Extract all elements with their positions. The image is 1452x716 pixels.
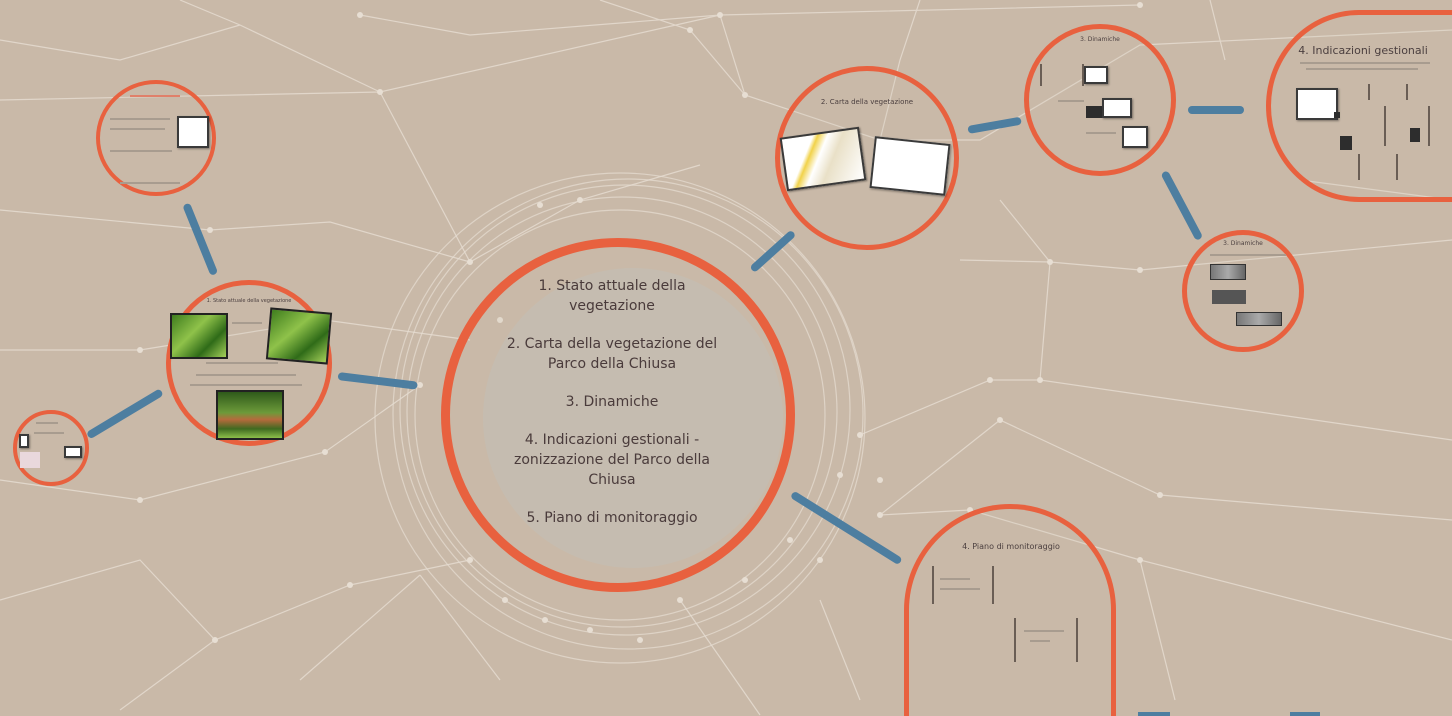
text-line <box>196 374 296 376</box>
bracket <box>1040 64 1084 86</box>
text-line <box>1306 68 1418 70</box>
frame-dinamiche-2-title: 3. Dinamiche <box>1223 240 1263 247</box>
small-card-2 <box>20 452 40 468</box>
bracket <box>1368 84 1408 100</box>
topic-3: 3. Dinamiche <box>565 394 659 410</box>
bracket <box>1014 618 1078 662</box>
frame-stato-attuale-title: 1. Stato attuale della vegetazione <box>206 298 292 304</box>
frame-monitoraggio-title: 4. Piano di monitoraggio <box>962 542 1060 551</box>
text-line <box>1086 132 1116 134</box>
text-line <box>110 128 165 130</box>
frame-top-left-image <box>177 116 209 148</box>
topic-2: 2. Carta della vegetazione del Parco del… <box>506 336 718 372</box>
text-line <box>120 182 180 184</box>
bracket <box>932 566 994 604</box>
dinamiche-2-thumb-1 <box>1210 264 1246 280</box>
dinamiche-2-thumb-2 <box>1212 290 1246 304</box>
dinamiche-2-thumb-3 <box>1236 312 1282 326</box>
text-line <box>1058 100 1084 102</box>
map-thumbnail-1 <box>779 126 867 192</box>
main-frame[interactable] <box>441 238 795 592</box>
small-card-3 <box>64 446 82 458</box>
small-card-1 <box>19 434 29 448</box>
bracket <box>1384 106 1430 146</box>
indicazioni-thumb-1 <box>1296 88 1338 120</box>
forest-photo-1 <box>170 313 228 359</box>
text-line <box>1030 640 1050 642</box>
dinamiche-thumb-3 <box>1102 98 1132 118</box>
dinamiche-thumb-4 <box>1122 126 1148 148</box>
text-line <box>940 578 970 580</box>
frame-top-left-text <box>130 95 180 97</box>
bottom-marker-1 <box>1138 712 1170 716</box>
text-line <box>206 362 278 364</box>
group-photo <box>216 390 284 440</box>
text-line <box>1300 62 1430 64</box>
topic-1: 1. Stato attuale della vegetazione <box>538 278 686 314</box>
map-thumbnail-2 <box>869 136 951 196</box>
topic-5: 5. Piano di monitoraggio <box>526 510 698 526</box>
text-line <box>110 118 170 120</box>
text-line <box>1024 630 1064 632</box>
text-line <box>34 432 64 434</box>
frame-dinamiche[interactable] <box>1024 24 1176 176</box>
connector-dinamiche-to-indicazioni <box>1188 106 1244 114</box>
dinamiche-thumb-2 <box>1086 106 1102 118</box>
bottom-marker-2 <box>1290 712 1320 716</box>
dinamiche-thumb-1 <box>1084 66 1108 84</box>
indicazioni-thumb-4 <box>1410 128 1420 142</box>
frame-dinamiche-title: 3. Dinamiche <box>1080 36 1120 43</box>
text-line <box>940 588 980 590</box>
text-line <box>1210 254 1286 256</box>
frame-monitoraggio[interactable] <box>904 504 1116 716</box>
frame-indicazioni-title: 4. Indicazioni gestionali <box>1298 44 1428 57</box>
text-line <box>110 150 172 152</box>
topic-4: 4. Indicazioni gestionali - zonizzazione… <box>514 432 710 488</box>
indicazioni-thumb-2 <box>1334 112 1340 118</box>
bracket <box>1358 154 1398 180</box>
text-line <box>232 322 262 324</box>
frame-carta-title: 2. Carta della vegetazione <box>820 98 914 106</box>
text-line <box>36 422 58 424</box>
main-topics-list: 1. Stato attuale della vegetazione 2. Ca… <box>494 276 730 546</box>
indicazioni-thumb-3 <box>1340 136 1352 150</box>
text-line <box>190 384 302 386</box>
forest-photo-2 <box>265 307 333 365</box>
